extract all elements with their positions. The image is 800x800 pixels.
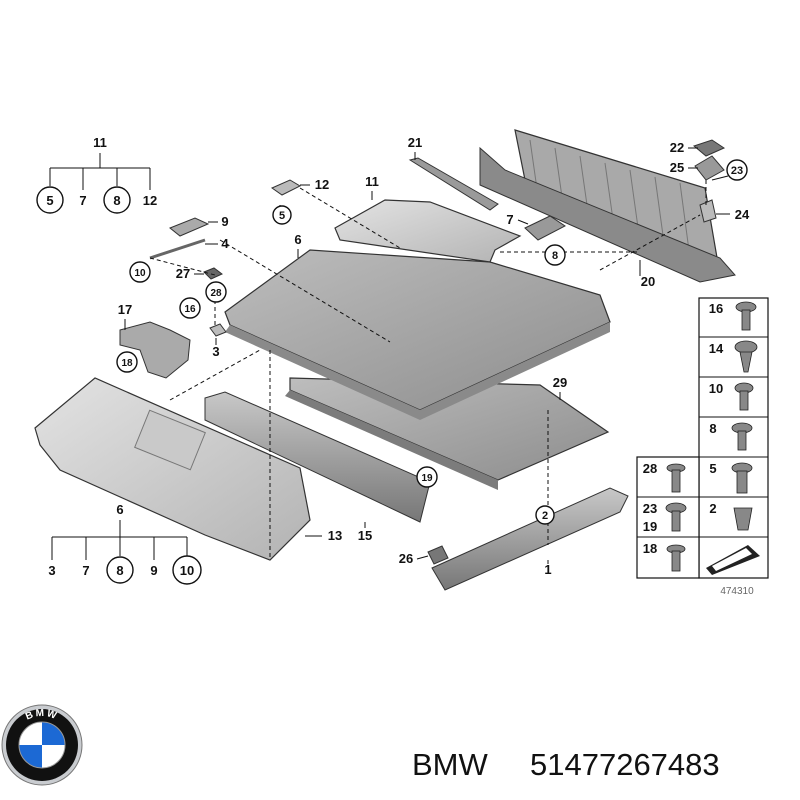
fastener-16-label: 16 xyxy=(709,301,723,316)
group-11-item-5: 5 xyxy=(46,193,53,208)
fastener-19-label: 19 xyxy=(643,519,657,534)
rail-15 xyxy=(204,391,431,523)
callout-8: 8 xyxy=(552,250,558,262)
callout-25: 25 xyxy=(670,160,684,175)
bracket-24 xyxy=(699,199,717,223)
callout-16: 16 xyxy=(184,304,196,315)
side-trim-13 xyxy=(34,377,311,561)
group-6-tree: 6 3 7 8 9 10 xyxy=(48,502,202,585)
bmw-logo: BMW xyxy=(1,704,83,786)
callout-28: 28 xyxy=(210,288,222,299)
rear-trim-base xyxy=(479,146,736,283)
clip-3 xyxy=(209,323,227,337)
pad-27 xyxy=(203,267,223,280)
callout-6: 6 xyxy=(294,232,301,247)
callout-3: 3 xyxy=(212,344,219,359)
group-6-item-3: 3 xyxy=(48,563,55,578)
fastener-5-label: 5 xyxy=(709,461,716,476)
callout-12: 12 xyxy=(315,177,329,192)
callout-21: 21 xyxy=(408,135,422,150)
callouts: 21 22 25 23 24 12 5 11 7 8 9 4 10 6 27 2… xyxy=(116,135,750,577)
callout-10: 10 xyxy=(134,268,146,279)
screw-icon xyxy=(665,301,758,572)
callout-15: 15 xyxy=(358,528,372,543)
brand-name: BMW xyxy=(412,747,489,782)
group-11-item-8: 8 xyxy=(113,193,120,208)
fastener-8-label: 8 xyxy=(709,421,716,436)
callout-18: 18 xyxy=(121,358,133,369)
callout-5: 5 xyxy=(279,210,285,222)
callout-7: 7 xyxy=(506,212,513,227)
rod-4 xyxy=(149,238,206,260)
callout-26: 26 xyxy=(399,551,413,566)
callout-9: 9 xyxy=(221,214,228,229)
fastener-14-label: 14 xyxy=(709,341,724,356)
fastener-10-label: 10 xyxy=(709,381,723,396)
bracket-17 xyxy=(119,321,191,379)
group-6-item-9: 9 xyxy=(150,563,157,578)
group-6-item-10: 10 xyxy=(180,563,194,578)
callout-24: 24 xyxy=(735,207,750,222)
fastener-18-label: 18 xyxy=(643,541,657,556)
rail-1 xyxy=(431,487,629,591)
fastener-table: 16 14 10 8 5 2 28 23 19 18 474310 xyxy=(636,297,769,597)
group-11-item-7: 7 xyxy=(79,193,86,208)
hinge-9 xyxy=(169,217,210,237)
lower-floor-panel xyxy=(289,377,610,481)
fastener-23-label: 23 xyxy=(643,501,657,516)
group-11-title: 11 xyxy=(93,135,107,150)
callout-4: 4 xyxy=(221,236,229,251)
callout-22: 22 xyxy=(670,140,684,155)
callout-2: 2 xyxy=(542,510,548,522)
callout-29: 29 xyxy=(553,375,567,390)
callout-27: 27 xyxy=(176,266,190,281)
callout-1: 1 xyxy=(544,562,551,577)
main-floor-panel xyxy=(224,249,611,411)
fastener-2-label: 2 xyxy=(709,501,716,516)
side-trim-recess xyxy=(134,409,206,471)
callout-17: 17 xyxy=(118,302,132,317)
lower-floor-panel-edge xyxy=(285,390,498,490)
callout-20: 20 xyxy=(641,274,655,289)
cover-7 xyxy=(524,215,566,241)
holder-25 xyxy=(694,155,725,181)
fastener-28-label: 28 xyxy=(643,461,657,476)
callout-11: 11 xyxy=(365,174,379,189)
group-6-title: 6 xyxy=(116,502,123,517)
part-number: 51477267483 xyxy=(530,747,720,782)
group-11-tree: 11 5 7 8 12 xyxy=(36,135,157,214)
logo-lettering: BMW xyxy=(24,708,60,723)
callout-23: 23 xyxy=(731,165,743,177)
group-6-item-8: 8 xyxy=(116,563,123,578)
group-6-item-7: 7 xyxy=(82,563,89,578)
diagram-reference: 474310 xyxy=(720,586,754,597)
part-26 xyxy=(427,545,449,565)
upper-floor-panel xyxy=(334,199,522,263)
clip-12 xyxy=(270,179,302,196)
cap-22 xyxy=(692,139,726,157)
callout-19: 19 xyxy=(421,473,433,484)
group-11-item-12: 12 xyxy=(143,193,157,208)
callout-13: 13 xyxy=(328,528,342,543)
